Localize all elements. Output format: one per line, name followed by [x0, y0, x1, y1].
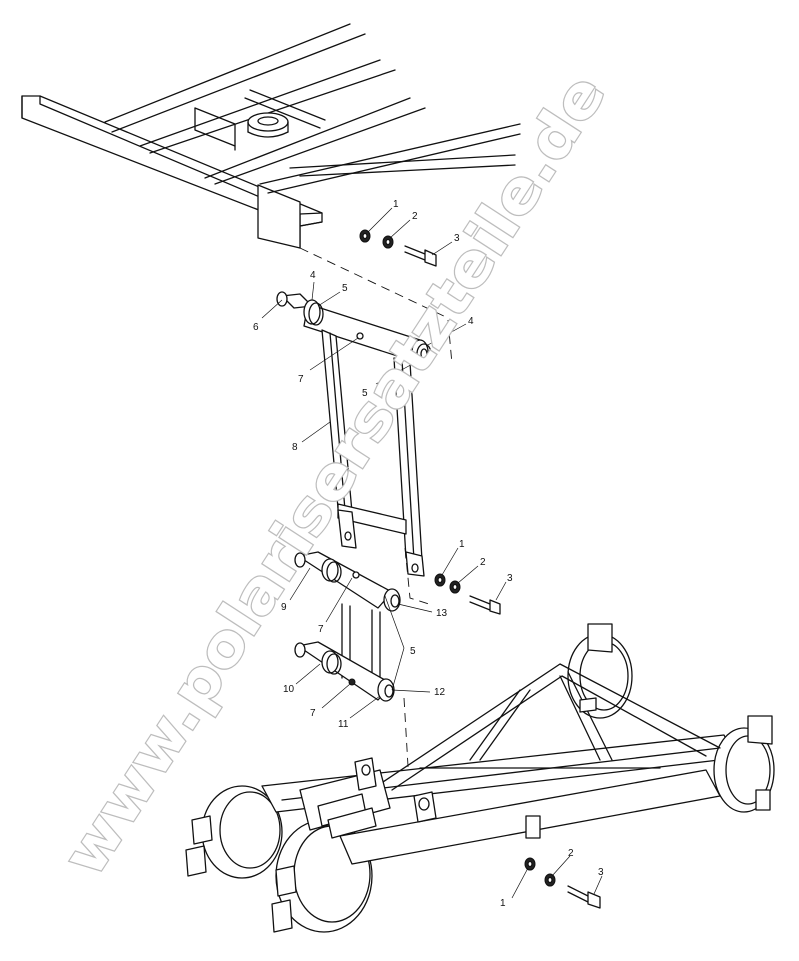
callout-9: 9	[281, 602, 287, 613]
callout-5-mid: 5	[410, 646, 416, 657]
callout-12: 12	[434, 687, 446, 698]
callout-2-top: 2	[412, 211, 418, 222]
callout-2-mid: 2	[480, 557, 486, 568]
callout-5-right: 5	[362, 388, 368, 399]
callout-1-mid: 1	[459, 539, 465, 550]
callout-2-bot: 2	[568, 848, 574, 859]
upper-pivot-assembly	[276, 291, 432, 577]
callout-4-left: 4	[310, 270, 316, 281]
callout-3-mid: 3	[507, 573, 513, 584]
rear-suspension-frame	[185, 623, 775, 933]
callout-4-right: 4	[468, 316, 474, 327]
top-fastener-set	[359, 229, 437, 267]
callout-10: 10	[283, 684, 295, 695]
callout-8: 8	[292, 442, 298, 453]
callout-11: 11	[338, 719, 349, 730]
callout-5-left: 5	[342, 283, 348, 294]
lower-pivot-assembly	[294, 551, 401, 702]
callout-3-bot: 3	[598, 867, 604, 878]
callout-13: 13	[436, 608, 448, 619]
callout-7-mid: 7	[318, 624, 324, 635]
callout-leaders	[261, 207, 603, 899]
callout-7-upper: 7	[298, 374, 304, 385]
callout-1-bot: 1	[500, 898, 506, 909]
callout-1-top: 1	[393, 199, 399, 210]
chassis-frame	[21, 23, 521, 249]
callout-6: 6	[253, 322, 259, 333]
callout-3-top: 3	[454, 233, 460, 244]
callout-7-lower: 7	[310, 708, 316, 719]
bottom-fastener-set	[524, 857, 601, 909]
middle-fastener-set	[434, 573, 501, 615]
callout-labels: 1 2 3 4 5 6 4 7 5 8 1 2 3 9 13 7 5 10 12…	[253, 199, 604, 909]
